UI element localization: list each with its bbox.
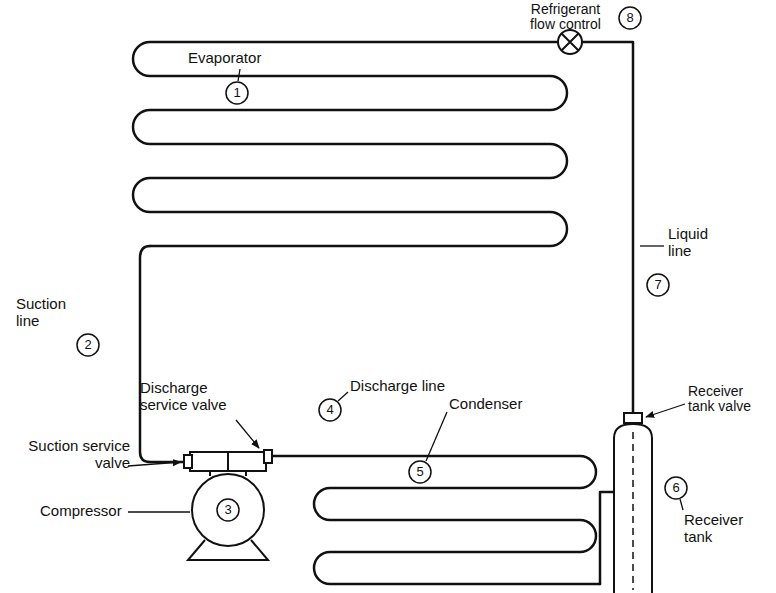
dip-tube — [632, 432, 634, 590]
leader-line — [680, 499, 683, 510]
compressor-symbol — [184, 450, 272, 560]
leader-line — [238, 69, 240, 81]
flow-control-valve — [558, 30, 582, 54]
callout-number: 7 — [654, 278, 661, 292]
discharge-service-valve — [264, 450, 272, 463]
callout-number: 5 — [416, 465, 423, 479]
leader-line — [338, 392, 348, 401]
piping — [133, 42, 633, 584]
part-name: Receiver tank valve — [688, 384, 772, 415]
part-name: Suction service valve — [26, 438, 130, 471]
evaporator-coil — [133, 42, 567, 246]
valve-divider — [227, 452, 229, 471]
part-name: Evaporator — [188, 50, 261, 67]
condenser-coil — [272, 456, 600, 584]
callout-number: 1 — [233, 86, 240, 100]
leader-arrow — [128, 462, 181, 466]
compressor-body — [192, 474, 264, 546]
callout-circle — [409, 461, 431, 483]
callout-circle — [665, 477, 687, 499]
part-name: Refrigerant flow control — [518, 2, 613, 33]
part-name: Liquid line — [668, 226, 728, 259]
leader-line — [640, 245, 664, 246]
part-name: Discharge service valve — [140, 380, 244, 413]
valve-block — [190, 452, 266, 471]
callout-circle — [647, 274, 669, 296]
receiver-shell — [614, 424, 652, 593]
callout-number: 3 — [224, 503, 231, 517]
callout-circle — [77, 334, 99, 356]
part-name: Discharge line — [350, 378, 445, 395]
callout-number: 4 — [326, 403, 333, 417]
valve-cross — [562, 34, 579, 51]
receiver-valve — [624, 413, 642, 423]
part-name: Compressor — [40, 503, 122, 520]
part-name: Receiver tank — [684, 512, 764, 545]
receiver-tank-symbol — [614, 413, 652, 593]
suction-line-pipe — [140, 246, 190, 462]
part-name: Condenser — [449, 396, 522, 413]
suction-service-valve — [184, 455, 192, 468]
callout-circles — [77, 7, 687, 521]
callout-circle — [619, 7, 641, 29]
condenser-outlet-pipe — [600, 492, 614, 584]
callout-circle — [217, 499, 239, 521]
part-name: Suction line — [16, 296, 82, 329]
leader-lines — [128, 69, 685, 512]
leader-line — [426, 412, 447, 461]
valve-body — [558, 30, 582, 54]
callout-number: 2 — [84, 338, 91, 352]
callout-number: 6 — [672, 481, 679, 495]
leader-arrow — [646, 404, 685, 417]
liquid-line-pipe — [582, 42, 633, 414]
leader-line — [128, 511, 190, 512]
callout-number: 8 — [626, 11, 633, 25]
callout-circle — [226, 82, 248, 104]
leader-arrow — [236, 420, 259, 448]
callout-circle — [319, 399, 341, 421]
